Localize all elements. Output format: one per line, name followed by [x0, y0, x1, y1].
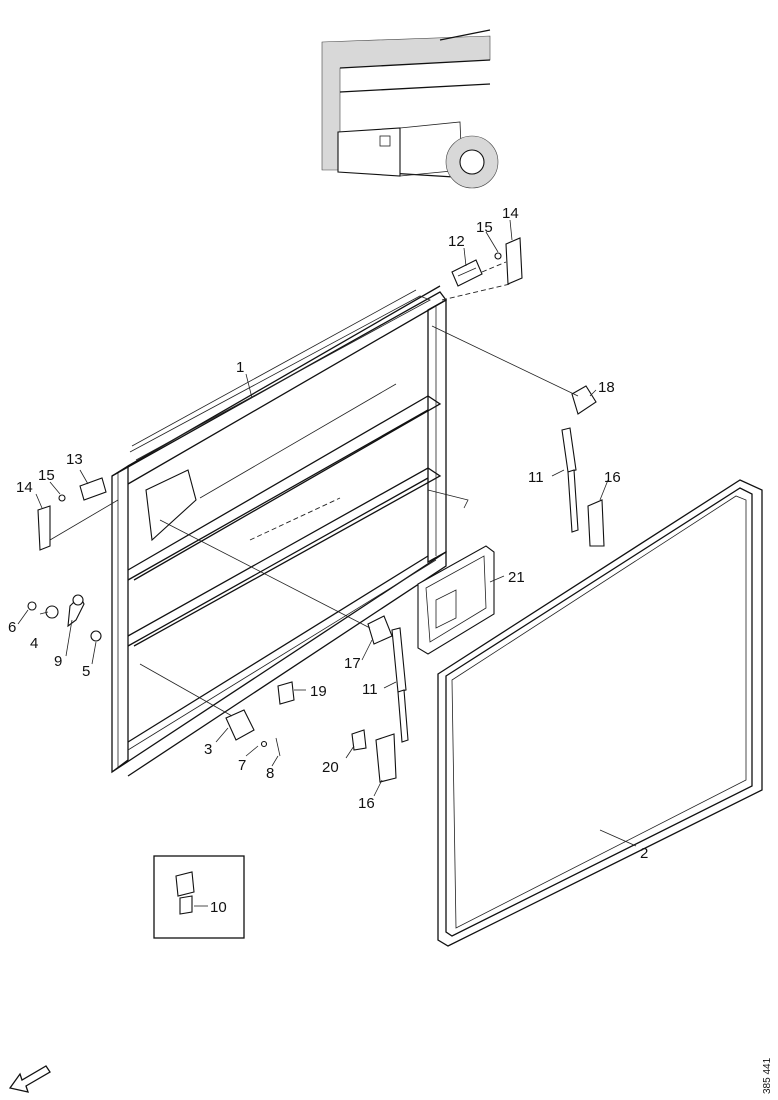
label-part-3: 3	[204, 741, 212, 758]
label-part-11-upper: 11	[528, 469, 544, 486]
gas-strut-upper	[431, 325, 605, 547]
label-part-16-upper: 16	[604, 469, 621, 486]
label-part-7: 7	[238, 757, 246, 774]
label-part-15-right: 15	[476, 219, 493, 236]
label-part-4: 4	[30, 635, 38, 652]
label-part-6: 6	[8, 619, 16, 636]
direction-arrow-icon	[8, 1065, 51, 1093]
label-part-18: 18	[598, 379, 615, 396]
label-part-15-left: 15	[38, 467, 55, 484]
hatch-frame	[111, 285, 469, 777]
lower-latch-parts	[139, 663, 295, 757]
small-fasteners-left	[27, 594, 102, 642]
label-part-16-lower: 16	[358, 795, 375, 812]
top-hinge-assembly	[441, 237, 523, 301]
label-part-8: 8	[266, 765, 274, 782]
label-part-14-right: 14	[502, 205, 519, 222]
label-part-19: 19	[310, 683, 327, 700]
access-panel	[417, 545, 495, 655]
inset-box	[153, 855, 245, 939]
label-part-20: 20	[322, 759, 339, 776]
label-part-13: 13	[66, 451, 83, 468]
label-part-17: 17	[344, 655, 361, 672]
label-part-12: 12	[448, 233, 465, 250]
leader-lines	[17, 219, 637, 847]
left-hinge-assembly	[37, 477, 119, 551]
label-part-5: 5	[82, 663, 90, 680]
label-part-1: 1	[236, 359, 244, 376]
label-part-2: 2	[640, 845, 648, 862]
label-part-10: 10	[210, 899, 227, 916]
label-part-9: 9	[54, 653, 62, 670]
label-part-21: 21	[508, 569, 525, 586]
drawing-reference-code: 385 441	[762, 1057, 773, 1094]
locator-view	[321, 29, 499, 189]
label-part-11-lower: 11	[362, 681, 378, 698]
label-part-14-left: 14	[16, 479, 33, 496]
gas-strut-lower	[159, 519, 409, 783]
part-number-labels: 1 2 3 4 5 6 7 8 9 10 11 11 12 13 14 14 1…	[8, 205, 648, 916]
hatch-seal-panel	[437, 479, 763, 947]
